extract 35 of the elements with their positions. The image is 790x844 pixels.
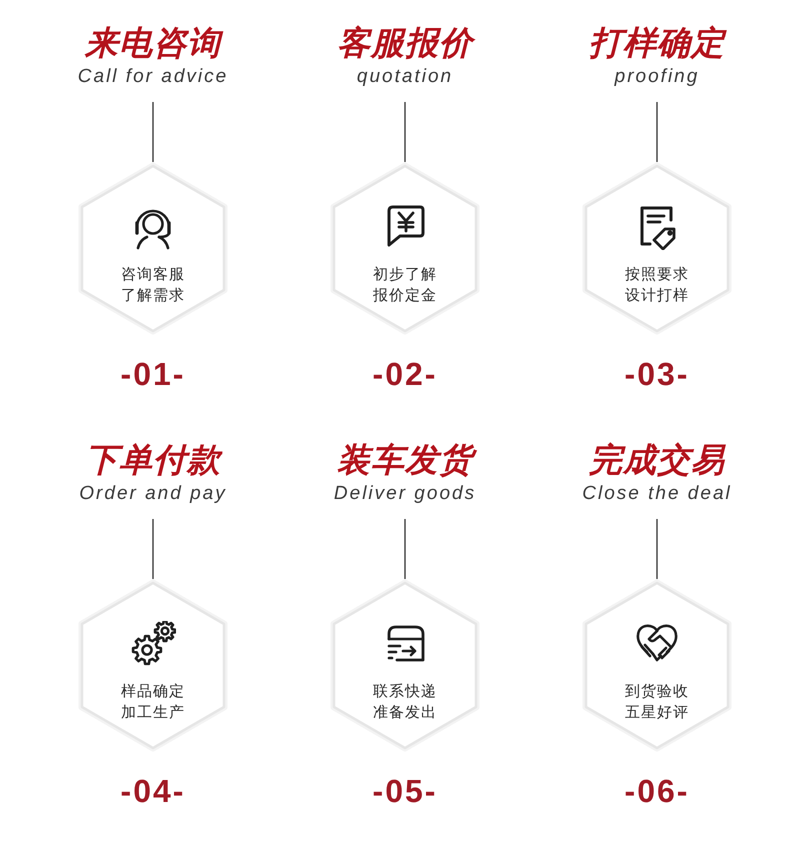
step-description: 咨询客服了解需求 [120, 264, 186, 306]
step-title: 下单付款 [85, 441, 221, 479]
step-subtitle: Close the deal [582, 483, 732, 505]
connector-line [656, 519, 658, 579]
hexagon-card [330, 579, 480, 752]
hexagon-card [582, 579, 732, 752]
step-subtitle: Deliver goods [334, 483, 476, 505]
step-subtitle: Order and pay [79, 483, 227, 505]
step-description: 按照要求设计打样 [624, 264, 690, 306]
step-description: 到货验收五星好评 [624, 681, 690, 723]
hexagon-card [78, 162, 228, 335]
connector-line [152, 519, 154, 579]
step-number: -06- [624, 774, 690, 808]
step-title: 打样确定 [589, 24, 725, 62]
step-description: 初步了解报价定金 [372, 264, 438, 306]
step-title: 客服报价 [337, 24, 473, 62]
hexagon-card [78, 579, 228, 752]
hexagon-card [330, 162, 480, 335]
step-description: 样品确定加工生产 [120, 681, 186, 723]
connector-line [404, 102, 406, 162]
step-number: -01- [120, 357, 186, 391]
connector-line [152, 102, 154, 162]
step-subtitle: proofing [614, 66, 700, 88]
step-number: -04- [120, 774, 186, 808]
step-description: 联系快递准备发出 [372, 681, 438, 723]
step-subtitle: quotation [356, 66, 454, 88]
step-title: 完成交易 [589, 441, 725, 479]
hexagon-card [582, 162, 732, 335]
step-number: -02- [372, 357, 438, 391]
connector-line [656, 102, 658, 162]
step-title: 来电咨询 [85, 24, 221, 62]
step-number: -03- [624, 357, 690, 391]
step-subtitle: Call for advice [78, 66, 228, 88]
connector-line [404, 519, 406, 579]
step-number: -05- [372, 774, 438, 808]
